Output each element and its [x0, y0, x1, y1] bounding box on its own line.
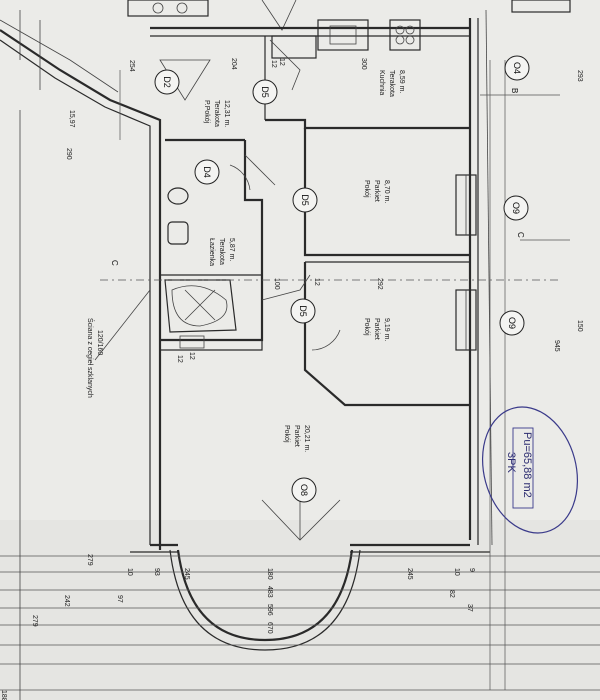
wall-note-size: 120/160 — [96, 330, 103, 355]
dim-label: 188 — [0, 690, 7, 700]
stamp-type: 3PK — [505, 452, 517, 473]
tag-circle — [503, 195, 529, 221]
tag-circle — [291, 477, 317, 503]
dim-label: 245 — [183, 568, 190, 580]
room-floor: Terakota — [218, 238, 225, 265]
tag-circle — [504, 55, 530, 81]
dim-label: 483 — [266, 586, 273, 598]
dimension-lines — [0, 60, 600, 700]
dim-label: 93 — [153, 568, 160, 576]
section-lines — [100, 94, 570, 281]
tag-circle — [154, 69, 180, 95]
room-name: P.Pokój — [203, 100, 210, 124]
dim-label: 12 — [188, 352, 195, 360]
room-floor: Terakota — [213, 100, 220, 127]
room-name: Kuchnia — [378, 70, 385, 95]
door-tag: D4 — [202, 166, 212, 178]
dim-label: 254 — [128, 60, 135, 72]
room-floor: Parkiet — [373, 318, 380, 340]
room-name: Łazienka — [208, 238, 215, 266]
door-tag: D2 — [162, 76, 172, 88]
room-name: Pokój — [283, 425, 290, 443]
dim-label: 670 — [266, 622, 273, 634]
room-name: Pokój — [363, 180, 370, 198]
dim-label: 293 — [576, 70, 583, 82]
dim-label: 150 — [576, 320, 583, 332]
wall-note: Ściana z cegieł szklanych 120/160 — [86, 289, 151, 398]
dim-label: 292 — [376, 278, 383, 290]
room-area: 9,19 m. — [383, 318, 390, 341]
dim-label: 15,97 — [68, 110, 75, 128]
room-floor: Terakota — [388, 70, 395, 97]
windows — [455, 174, 477, 351]
paper-shadow — [0, 520, 600, 700]
dim-label: 10 — [453, 568, 460, 576]
dim-label: 12 — [313, 278, 320, 286]
dim-label: 9 — [468, 568, 475, 572]
window-tag: O4 — [512, 62, 522, 74]
stamp-area: Pu=65,88 m2 — [521, 432, 533, 498]
area-stamp: 3PK Pu=65,88 m2 — [481, 406, 579, 534]
kitchen-fixtures — [271, 19, 421, 59]
dim-label: 204 — [230, 58, 237, 70]
door-tags: D2 D5 D4 D5 D5 O8 O9 O9 O4 — [154, 55, 530, 503]
section-marks: C C B — [110, 88, 525, 266]
tag-circle — [252, 79, 278, 105]
wall-note-text: Ściana z cegieł szklanych — [86, 318, 95, 398]
dim-label: 279 — [31, 615, 38, 627]
dim-label: 945 — [553, 340, 560, 352]
room-floor: Parkiet — [373, 180, 380, 202]
door-tag: D5 — [260, 86, 270, 98]
dim-label: 290 — [65, 148, 72, 160]
dim-label: 97 — [116, 595, 123, 603]
room-area: 8,59 m. — [398, 70, 405, 93]
interior-walls — [160, 36, 470, 407]
dim-label: 100 — [273, 278, 280, 290]
dim-label: 10 — [126, 568, 133, 576]
tag-circle — [292, 187, 318, 213]
room-labels: P.Pokój Terakota 12,31 m. Kuchnia Terako… — [203, 70, 405, 452]
bathroom-fixtures — [164, 187, 237, 349]
tag-circle — [290, 298, 316, 324]
section-mark: B — [510, 88, 519, 93]
room-name: Pokój — [363, 318, 370, 336]
dim-label: 12 — [278, 58, 285, 66]
room-area: 12,31 m. — [223, 100, 230, 127]
dimension-labels: 254 204 12 300 15,97 290 100 12 292 12 1… — [0, 58, 583, 700]
window-tag: O8 — [299, 484, 309, 496]
tag-circle — [194, 159, 220, 185]
window-tag: O9 — [511, 202, 521, 214]
section-mark: C — [110, 260, 119, 266]
outer-walls — [0, 9, 493, 651]
dim-label: 82 — [448, 590, 455, 598]
dim-label: 12 — [176, 355, 183, 363]
dim-label: 180 — [266, 568, 273, 580]
window-tag: O9 — [507, 317, 517, 329]
dim-label: 596 — [266, 604, 273, 616]
door-tag: D5 — [300, 194, 310, 206]
dim-label: 300 — [360, 58, 367, 70]
room-area: 8,70 m. — [383, 180, 390, 203]
top-fixtures — [127, 0, 571, 31]
dim-label: 242 — [63, 595, 70, 607]
room-area: 5,87 m. — [228, 238, 235, 261]
dim-label: 12 — [270, 60, 277, 68]
door-tag: D5 — [298, 305, 308, 317]
tag-circle — [499, 310, 525, 336]
dim-label: 37 — [466, 604, 473, 612]
dim-label: 279 — [86, 554, 93, 566]
room-floor: Parkiet — [293, 425, 300, 447]
dim-label: 245 — [406, 568, 413, 580]
room-area: 20,21 m. — [303, 425, 310, 452]
section-mark: C — [516, 232, 525, 238]
